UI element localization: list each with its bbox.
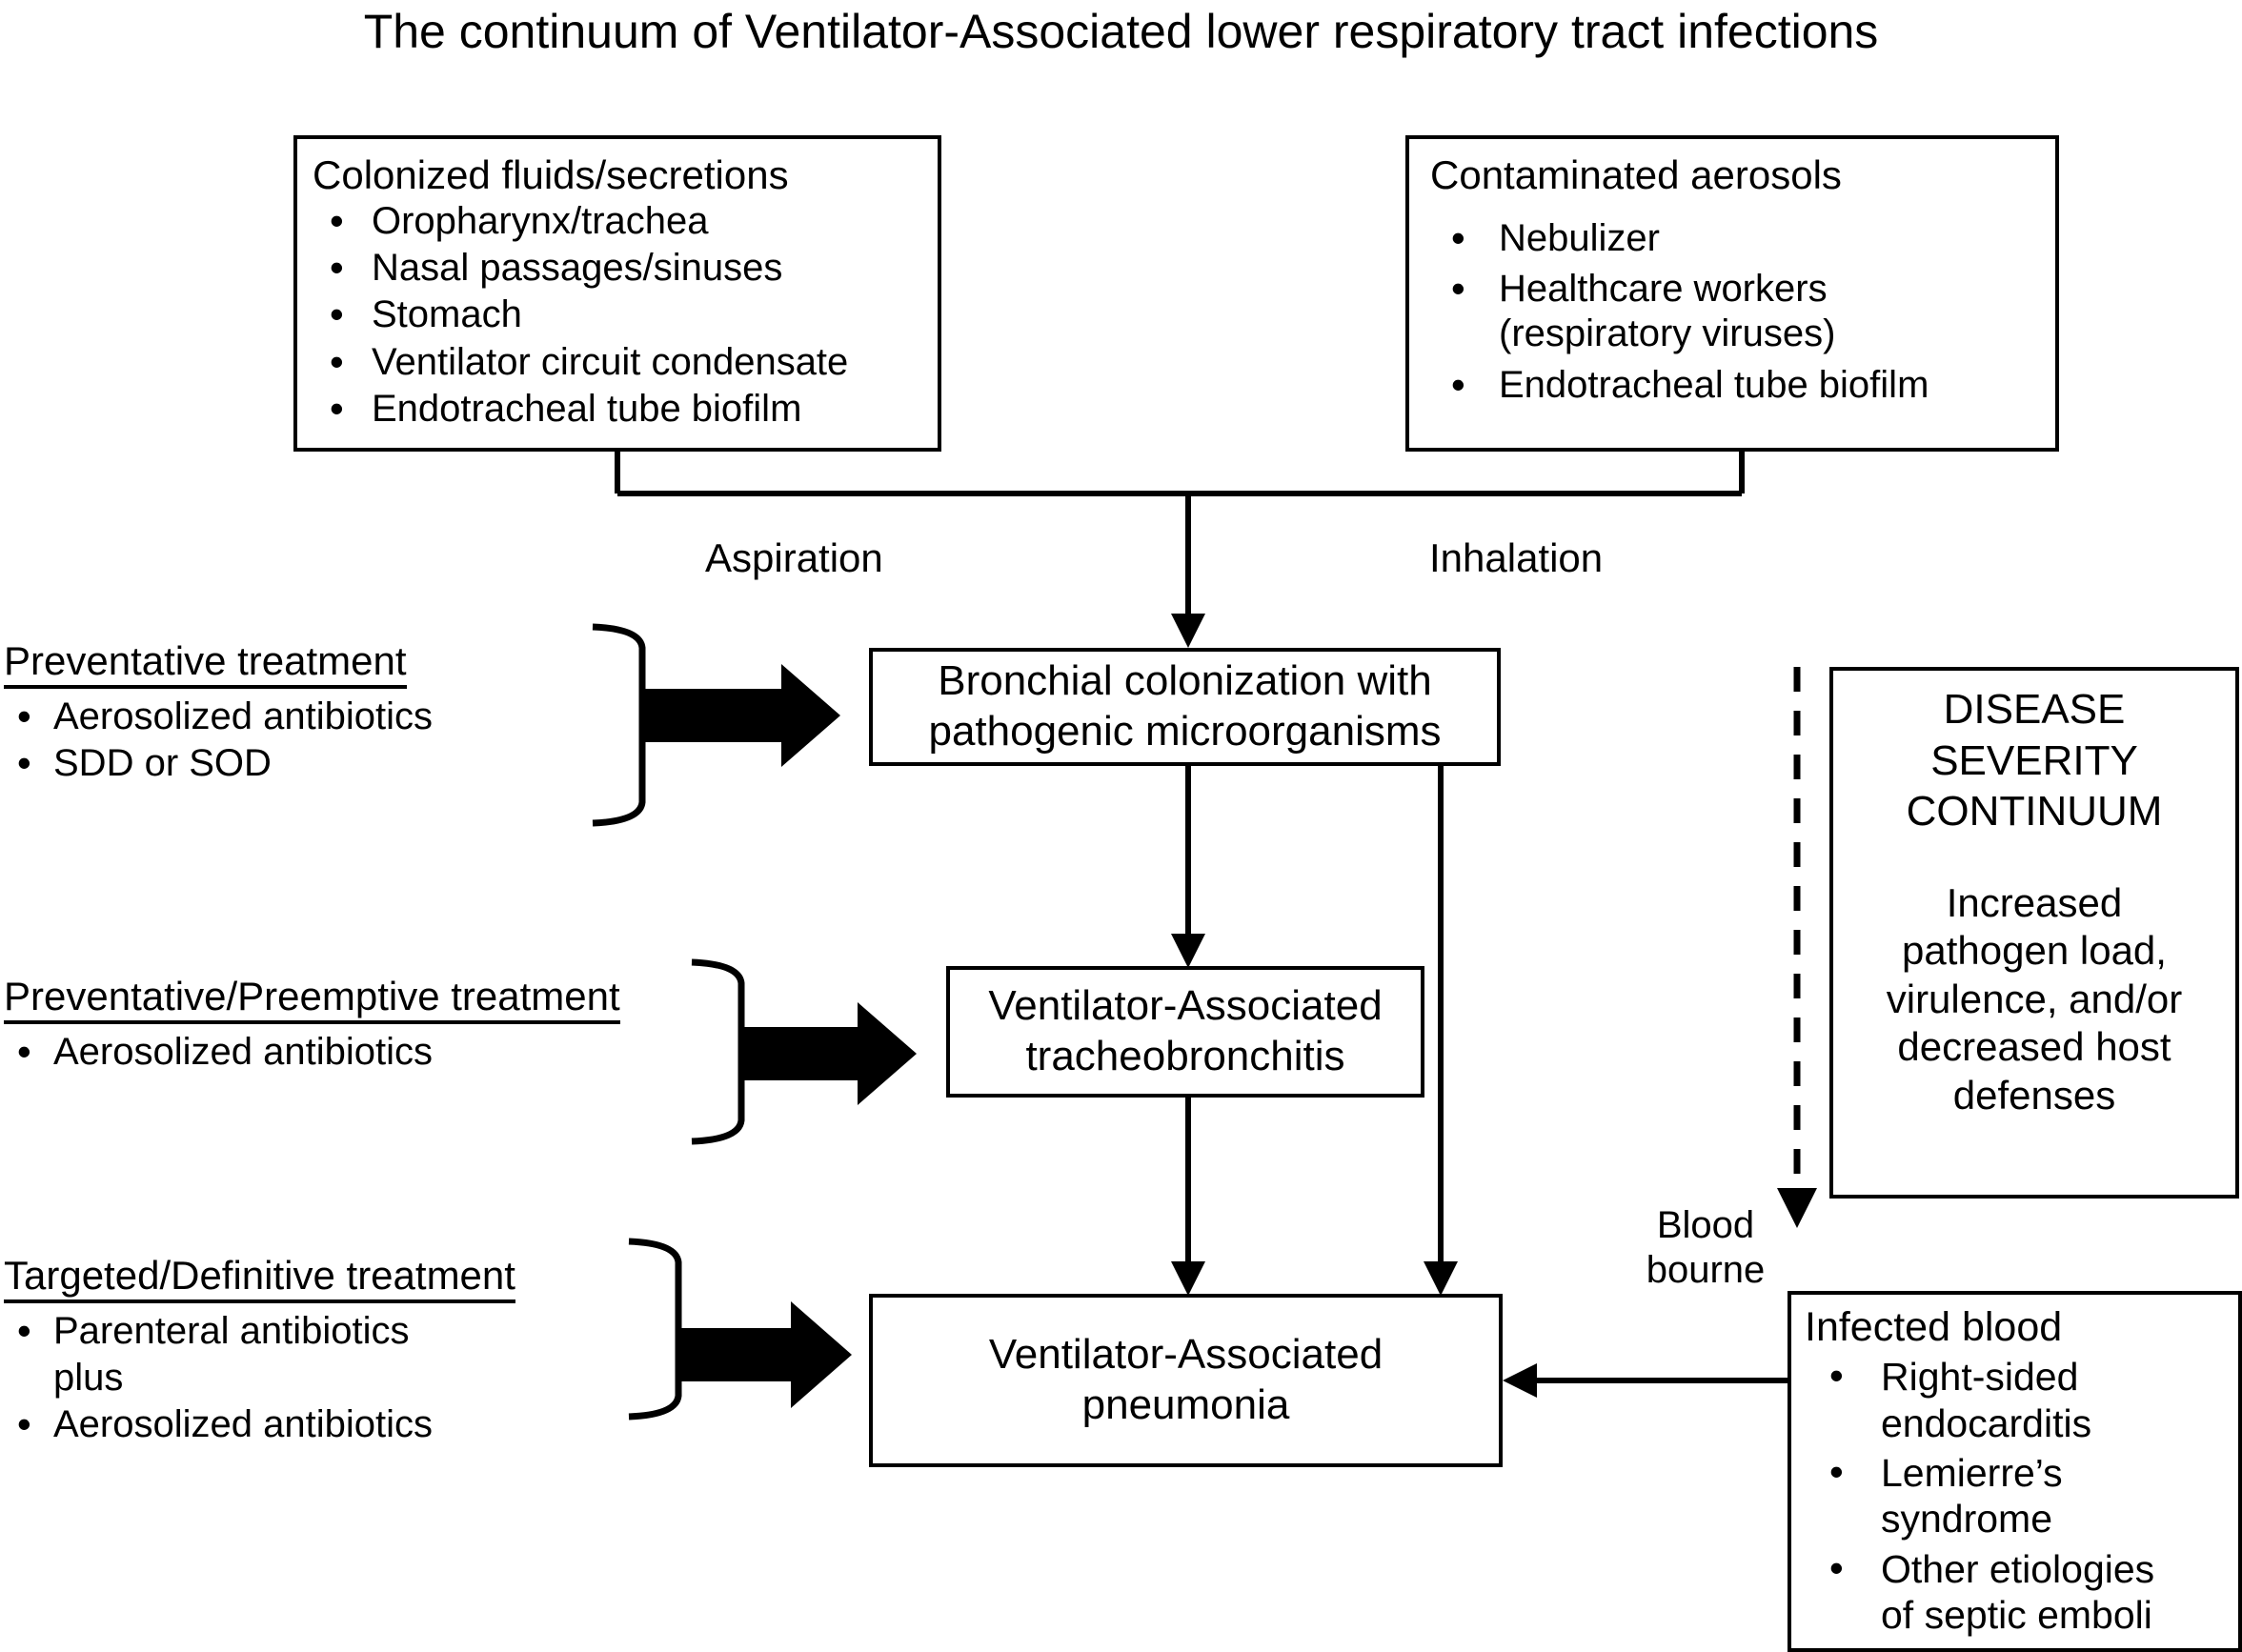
treatment-heading: Preventative/Preemptive treatment <box>4 974 620 1024</box>
list-item: Other etiologies of septic emboli <box>1805 1544 2232 1639</box>
treatment-heading: Targeted/Definitive treatment <box>4 1253 515 1303</box>
treatment-group-preemptive: Preventative/Preemptive treatment Aeroso… <box>4 974 728 1076</box>
bullet-list: Right-sided endocarditis Lemierre’s synd… <box>1805 1352 2232 1639</box>
list-item: Right-sided endocarditis <box>1805 1352 2232 1446</box>
list-item: Ventilator circuit condensate <box>313 338 928 386</box>
box-title: Colonized fluids/secretions <box>313 152 789 197</box>
list-item: Nasal passages/sinuses <box>313 244 928 292</box>
pathway-label-inhalation: Inhalation <box>1429 535 1604 580</box>
severity-body: Increased pathogen load, virulence, and/… <box>1886 880 2183 1118</box>
list-item: Oropharynx/trachea <box>313 197 928 245</box>
source-box-colonized-fluids: Colonized fluids/secretions Oropharynx/t… <box>293 135 941 452</box>
bullet-list: Oropharynx/trachea Nasal passages/sinuse… <box>313 197 928 433</box>
list-item: Endotracheal tube biofilm <box>313 385 928 433</box>
source-box-contaminated-aerosols: Contaminated aerosols Nebulizer Healthca… <box>1405 135 2059 452</box>
list-item: Parenteral antibiotics <box>4 1307 728 1355</box>
list-item: SDD or SOD <box>4 739 728 787</box>
page-title: The continuum of Ventilator-Associated l… <box>363 5 1879 58</box>
list-item: Healthcare workers (respiratory viruses) <box>1430 265 2046 356</box>
stage-label: Bronchial colonization with pathogenic m… <box>928 657 1442 755</box>
treatment-group-targeted: Targeted/Definitive treatment Parenteral… <box>4 1253 728 1448</box>
bullet-list: Nebulizer Healthcare workers (respirator… <box>1430 214 2046 409</box>
list-item: Lemierre’s syndrome <box>1805 1448 2232 1542</box>
list-item: Stomach <box>313 291 928 338</box>
disease-severity-continuum-box: DISEASE SEVERITY CONTINUUM Increased pat… <box>1829 667 2239 1199</box>
list-item: Aerosolized antibiotics <box>4 1028 728 1076</box>
list-item: Nebulizer <box>1430 214 2046 262</box>
severity-heading: DISEASE SEVERITY CONTINUUM <box>1906 686 2163 836</box>
bullet-list: Parenteral antibiotics plus Aerosolized … <box>4 1307 728 1448</box>
list-item: Endotracheal tube biofilm <box>1430 361 2046 409</box>
list-item: Aerosolized antibiotics <box>4 1400 728 1448</box>
pathway-label-blood-bourne: Blood bourne <box>1646 1204 1766 1292</box>
list-item: Aerosolized antibiotics <box>4 693 728 740</box>
pathway-label-aspiration: Aspiration <box>705 535 883 580</box>
list-item: plus <box>53 1357 124 1400</box>
stage-box-bronchial-colonization: Bronchial colonization with pathogenic m… <box>869 648 1501 766</box>
stage-label: Ventilator-Associated tracheobronchitis <box>988 982 1383 1079</box>
box-title: Contaminated aerosols <box>1430 152 1842 197</box>
bullet-list: Aerosolized antibiotics SDD or SOD <box>4 693 728 787</box>
stage-label: Ventilator-Associated pneumonia <box>988 1331 1384 1428</box>
box-title: Infected blood <box>1805 1304 2063 1350</box>
source-box-infected-blood: Infected blood Right-sided endocarditis … <box>1788 1291 2242 1652</box>
treatment-heading: Preventative treatment <box>4 638 407 689</box>
treatment-group-preventative: Preventative treatment Aerosolized antib… <box>4 638 728 787</box>
bullet-list: Aerosolized antibiotics <box>4 1028 728 1076</box>
stage-box-tracheobronchitis: Ventilator-Associated tracheobronchitis <box>946 966 1424 1098</box>
treatment-arrow-2 <box>741 1002 917 1105</box>
stage-box-pneumonia: Ventilator-Associated pneumonia <box>869 1294 1503 1467</box>
source-manifold <box>615 452 1745 496</box>
